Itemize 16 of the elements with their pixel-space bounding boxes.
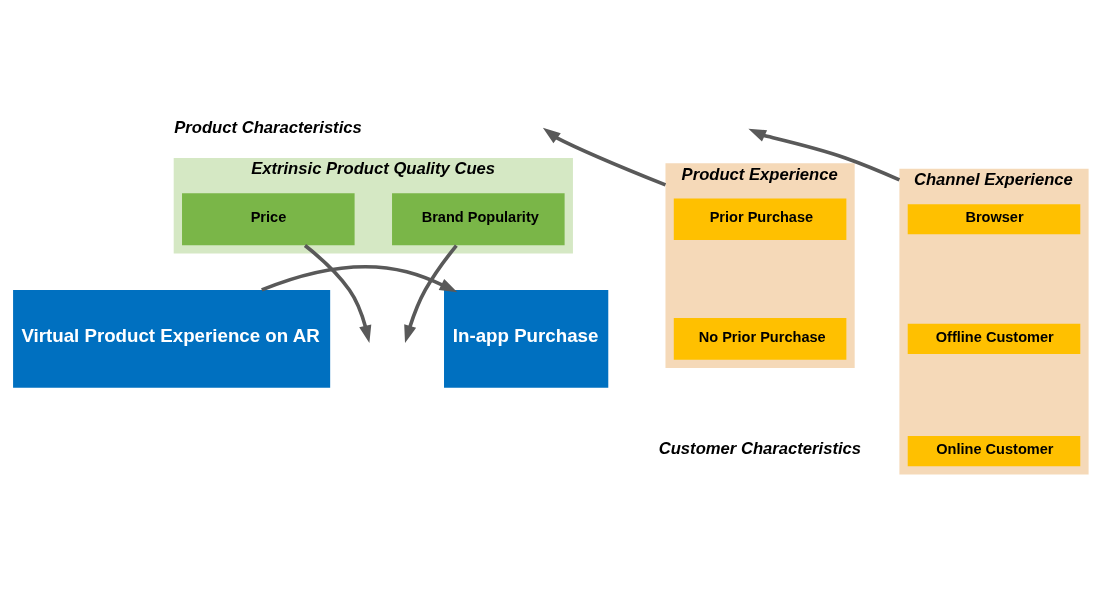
node-box: No Prior Purchase xyxy=(673,317,847,360)
arrow xyxy=(303,243,372,343)
node-box: Offline Customer xyxy=(907,323,1081,354)
node-box: Virtual Product Experience on AR xyxy=(13,289,331,388)
arrow xyxy=(261,264,458,292)
label: Product Characteristics xyxy=(174,117,362,137)
arrow xyxy=(542,127,667,187)
node-box: Browser xyxy=(907,203,1081,234)
arrow xyxy=(748,128,901,181)
arrow xyxy=(404,243,458,343)
node-box: Prior Purchase xyxy=(673,198,847,240)
node-box: Online Customer xyxy=(907,435,1081,466)
label: Customer Characteristics xyxy=(658,438,862,458)
node-box: Price xyxy=(182,192,355,245)
node-box: In-app Purchase xyxy=(444,289,609,388)
node-box: Brand Popularity xyxy=(392,192,565,245)
